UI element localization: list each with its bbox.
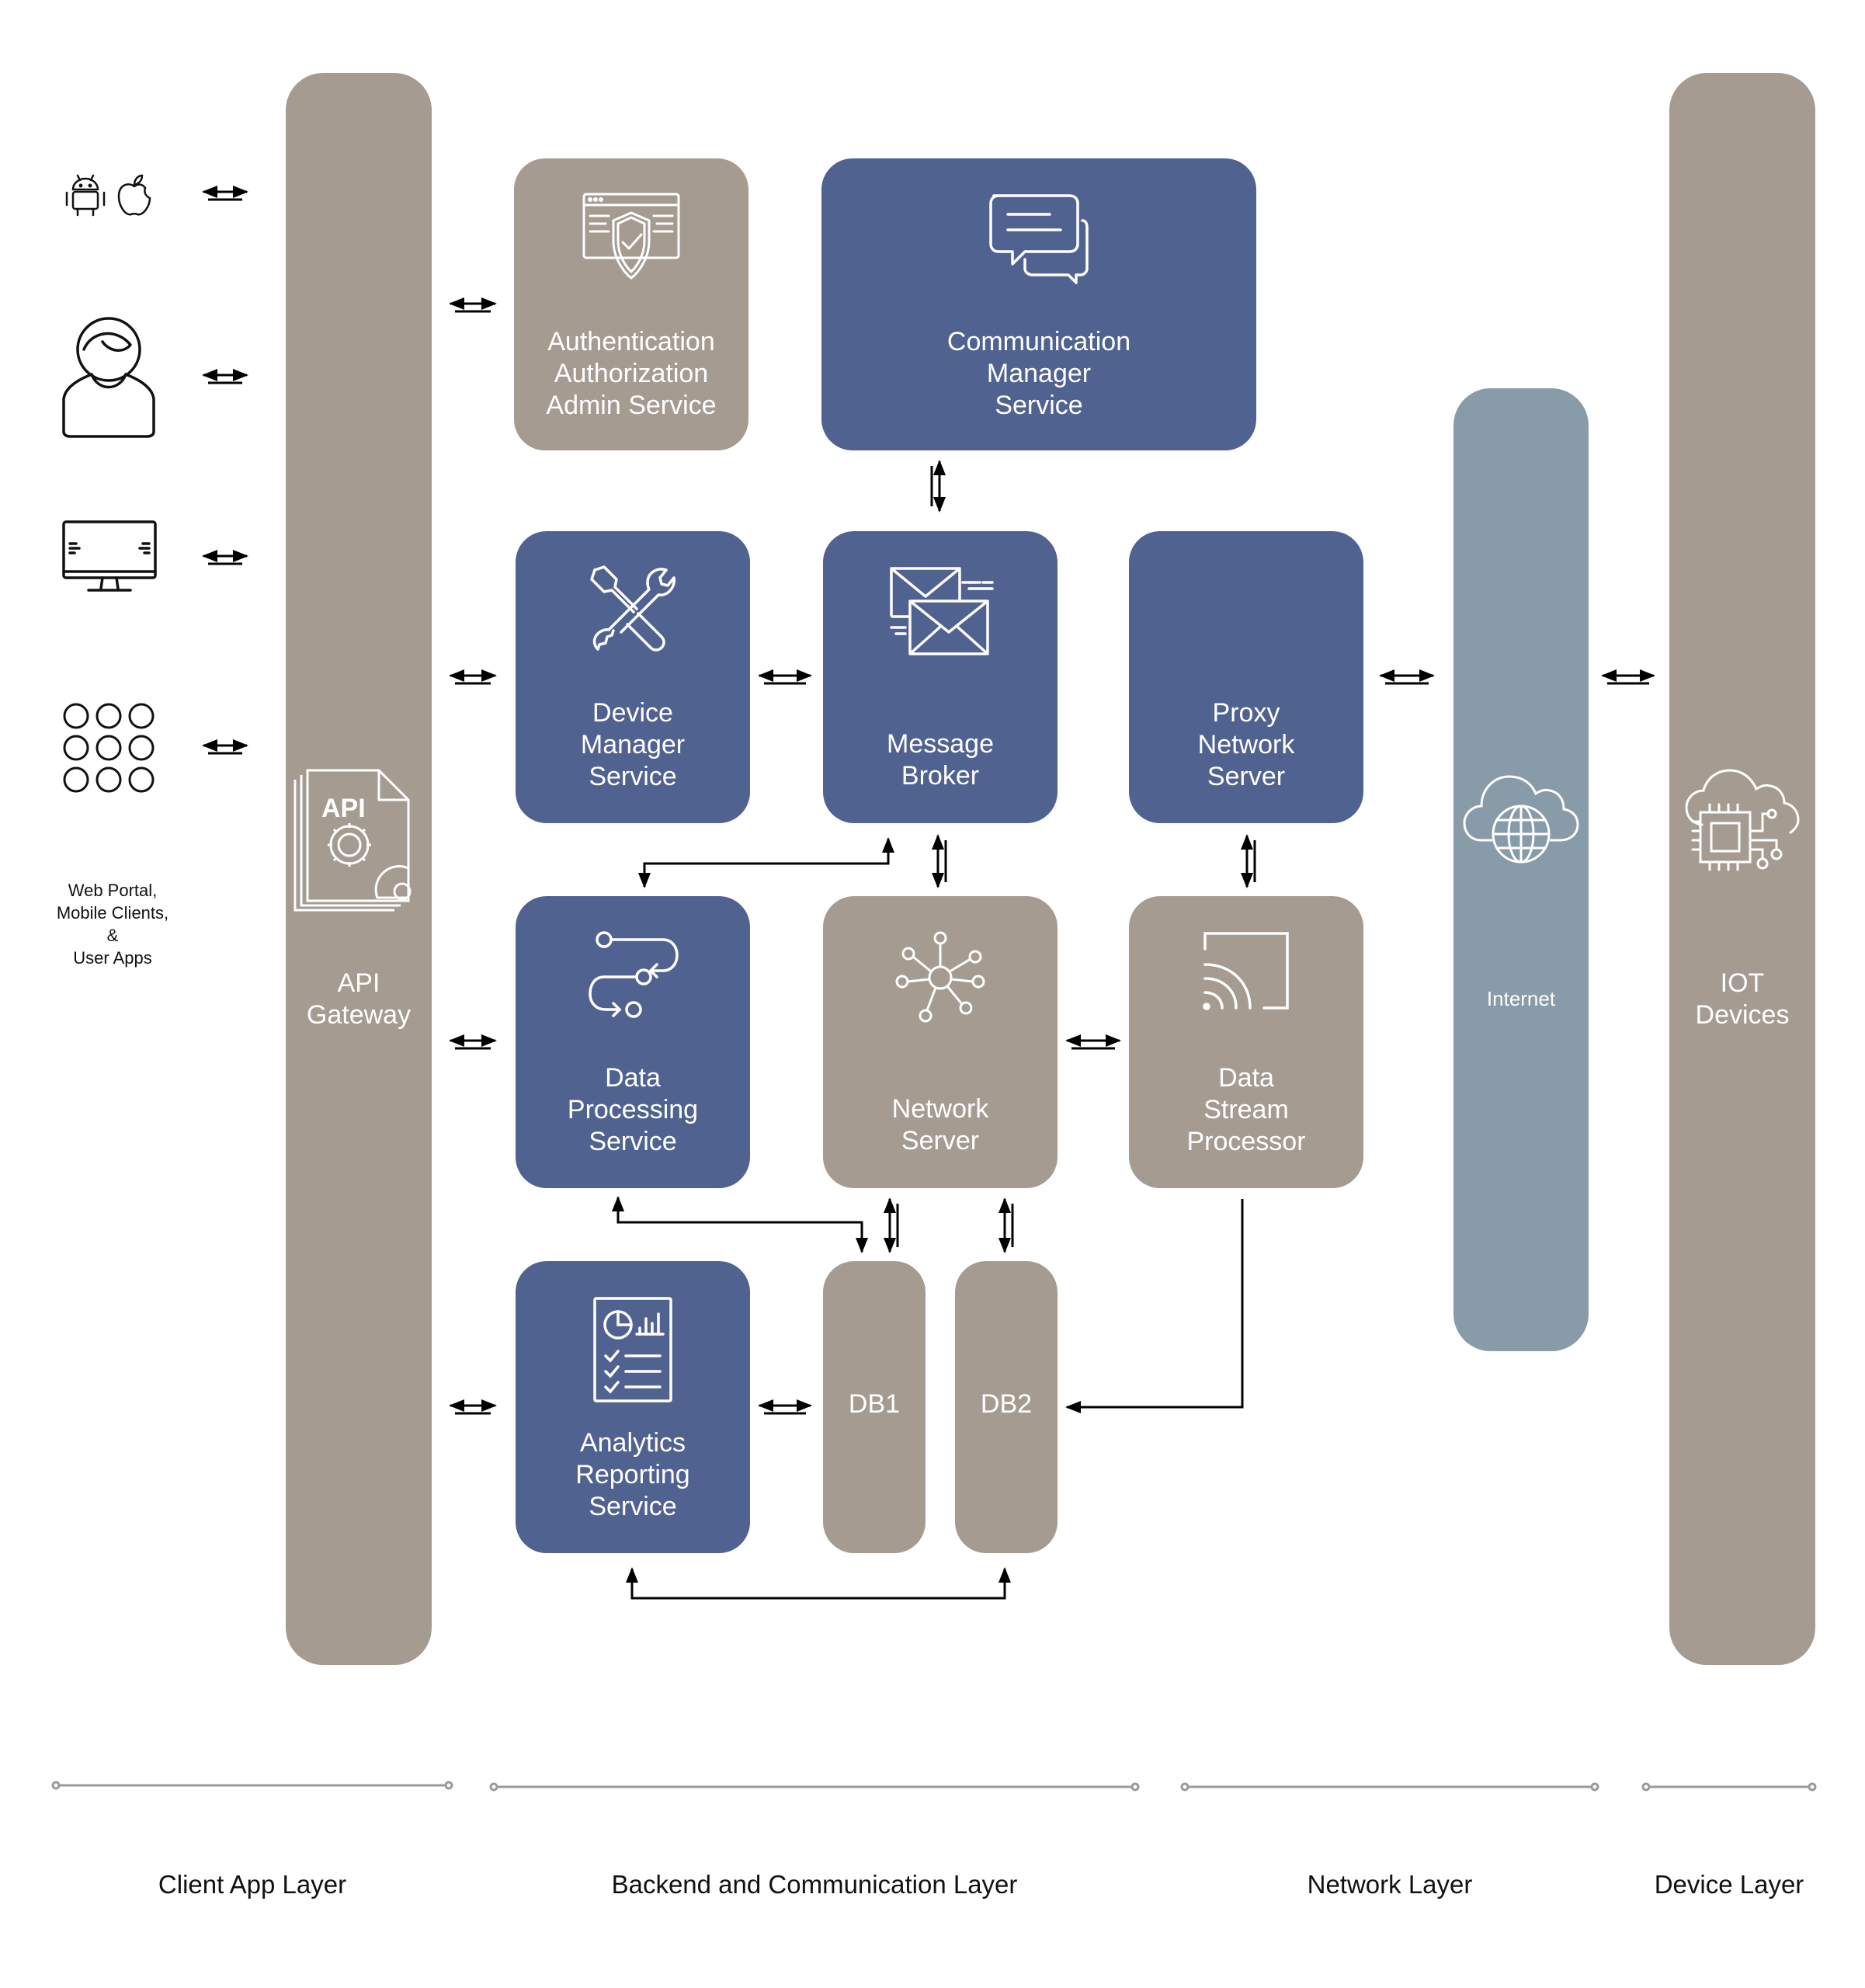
monitor-icon — [62, 520, 157, 592]
iot-devices[interactable]: IOT Devices — [1669, 73, 1815, 1665]
internet-label: Internet — [1486, 987, 1556, 1010]
arrow-gateway-device — [449, 669, 497, 685]
cloud-globe-icon — [1463, 775, 1579, 864]
data-stream-processor[interactable]: Data Stream Processor — [1129, 896, 1363, 1188]
auth-service-label: Authentication Authorization Admin Servi… — [546, 327, 717, 420]
arrow-gateway-processing — [449, 1034, 497, 1050]
arrow-broker-network — [932, 834, 947, 888]
device-manager-label: Device Manager Service — [580, 698, 686, 791]
network-layer-label: Network Layer — [1307, 1870, 1473, 1899]
app-grid-icon — [63, 703, 155, 793]
network-hub-icon — [895, 931, 985, 1023]
db1[interactable]: DB1 — [823, 1261, 926, 1553]
data-stream-label: Data Stream Processor — [1186, 1063, 1306, 1156]
communication-manager-label: Communication Manager Service — [946, 327, 1131, 420]
arrow-network-db1 — [884, 1197, 899, 1253]
arrow-internet-iot — [1601, 669, 1655, 685]
divider-device — [1641, 1782, 1817, 1792]
arrow-proxy-internet — [1379, 669, 1435, 685]
user-icon — [62, 317, 155, 438]
device-layer-label: Device Layer — [1654, 1870, 1804, 1899]
security-shield-icon — [582, 193, 680, 280]
data-processing-label: Data Processing Service — [567, 1063, 699, 1156]
android-icon — [65, 174, 106, 217]
divider-network — [1180, 1782, 1599, 1792]
api-gateway[interactable]: API API Gateway — [286, 73, 432, 1665]
arrow-apps-gateway — [202, 739, 248, 755]
arrow-user-gateway — [202, 369, 248, 384]
backend-layer-label: Backend and Communication Layer — [611, 1870, 1018, 1899]
apple-icon — [117, 174, 151, 216]
db1-label: DB1 — [848, 1389, 901, 1419]
divider-backend — [489, 1782, 1140, 1792]
proxy-network-label: Proxy Network Server — [1197, 698, 1295, 791]
message-broker-label: Message Broker — [887, 729, 994, 791]
db2[interactable]: DB2 — [955, 1261, 1058, 1553]
proxy-network-server[interactable]: Proxy Network Server — [1129, 531, 1363, 823]
analytics-reporting-label: Analytics Reporting Service — [575, 1428, 690, 1521]
envelopes-icon — [890, 567, 994, 655]
arrow-network-db2 — [998, 1197, 1014, 1253]
network-server-label: Network Server — [891, 1094, 989, 1156]
arrow-comm-broker — [930, 460, 946, 513]
arrow-gateway-analytics — [449, 1399, 497, 1415]
arrow-monitor-gateway — [202, 550, 248, 565]
arrow-processing-db1 — [612, 1196, 868, 1253]
workflow-icon — [589, 931, 679, 1018]
client-layer-label: Client App Layer — [158, 1870, 347, 1899]
arrow-stream-db2 — [1065, 1199, 1244, 1413]
arrow-proxy-stream — [1241, 834, 1256, 888]
auth-service[interactable]: Authentication Authorization Admin Servi… — [514, 158, 748, 450]
arrow-analytics-db2 — [626, 1567, 1011, 1600]
arrow-android-apple-gateway — [202, 186, 248, 201]
arrow-broker-processing — [638, 837, 894, 888]
tools-icon — [590, 565, 675, 652]
client-caption: Web Portal, Mobile Clients, & User Apps — [56, 881, 169, 968]
db2-label: DB2 — [980, 1389, 1033, 1419]
cloud-chip-icon — [1685, 769, 1800, 871]
arrow-gateway-auth — [449, 297, 497, 313]
api-document-icon: API — [293, 769, 412, 912]
data-processing-service[interactable]: Data Processing Service — [516, 896, 750, 1188]
message-broker[interactable]: Message Broker — [823, 531, 1058, 823]
divider-client — [51, 1781, 453, 1790]
communication-manager-service[interactable]: Communication Manager Service — [821, 158, 1256, 450]
arrow-analytics-db1 — [758, 1399, 812, 1415]
api-gateway-label: API Gateway — [306, 968, 412, 1030]
report-icon — [593, 1297, 672, 1402]
api-icon-label: API — [321, 794, 366, 823]
iot-devices-label: IOT Devices — [1695, 968, 1790, 1030]
arrow-network-stream — [1065, 1034, 1121, 1050]
device-manager-service[interactable]: Device Manager Service — [516, 531, 750, 823]
internet[interactable]: Internet — [1453, 388, 1589, 1351]
network-server[interactable]: Network Server — [823, 896, 1058, 1188]
analytics-reporting-service[interactable]: Analytics Reporting Service — [516, 1261, 750, 1553]
chat-bubbles-icon — [989, 194, 1089, 284]
arrow-device-broker — [758, 669, 812, 685]
cast-signal-icon — [1203, 932, 1289, 1010]
